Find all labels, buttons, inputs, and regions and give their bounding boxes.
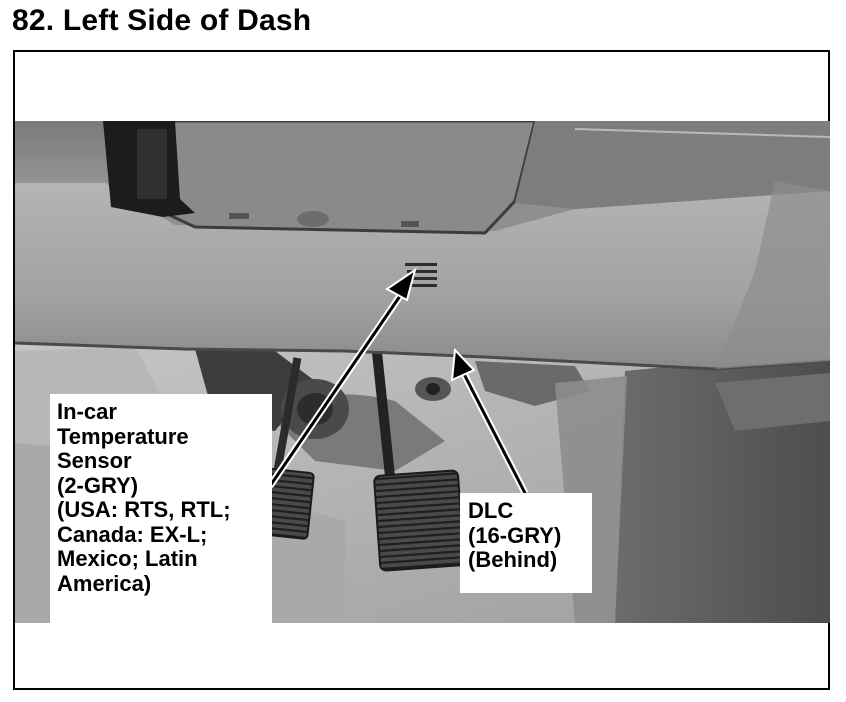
page-title: 82. Left Side of Dash bbox=[12, 4, 312, 37]
dlc-callout-line: (16-GRY) bbox=[468, 522, 562, 548]
sensor-callout-line: In-car bbox=[57, 399, 117, 424]
dlc-callout: DLC (16-GRY) (Behind) bbox=[460, 493, 592, 593]
dlc-callout-line: (Behind) bbox=[468, 547, 558, 572]
sensor-callout-line: Mexico; Latin bbox=[57, 546, 198, 571]
sensor-callout-line: Temperature bbox=[57, 423, 189, 449]
sensor-callout-line: Sensor bbox=[57, 448, 132, 473]
sensor-callout: In-car Temperature Sensor (2-GRY) (USA: … bbox=[50, 394, 272, 626]
sensor-callout-line: (USA: RTS, RTL; bbox=[57, 497, 231, 522]
sensor-callout-line: (2-GRY) bbox=[57, 472, 139, 498]
dlc-callout-line: DLC bbox=[468, 498, 514, 523]
sensor-callout-line: America) bbox=[57, 570, 152, 596]
sensor-callout-line: Canada: EX-L; bbox=[57, 521, 208, 547]
